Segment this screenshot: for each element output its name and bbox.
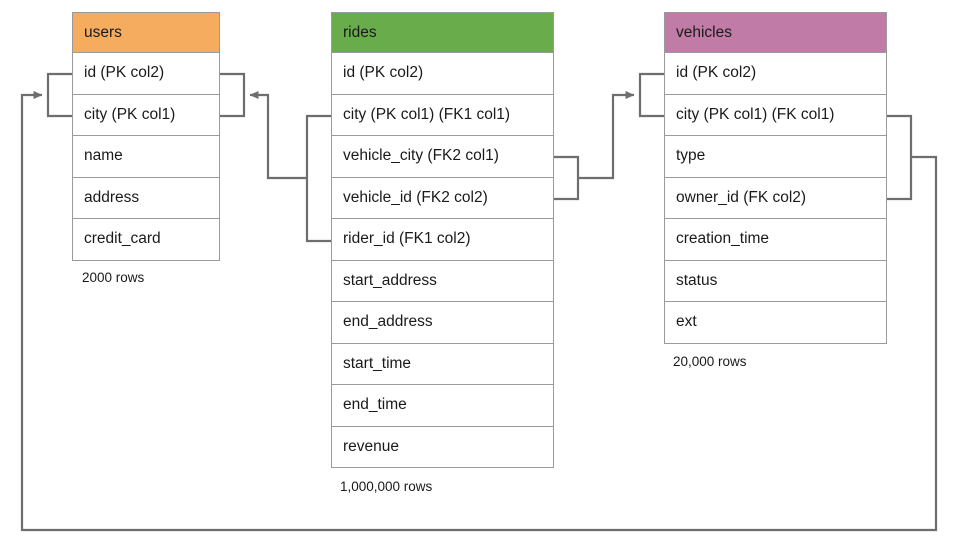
table-vehicles-header: vehicles	[664, 12, 887, 53]
table-vehicles-row-count: 20,000 rows	[673, 354, 747, 369]
fk1-link-rides-users	[249, 91, 307, 180]
table-rides-field-id[interactable]: id (PK col2)	[331, 53, 554, 95]
table-rides-field-end-address[interactable]: end_address	[331, 302, 554, 344]
users-right-bracket	[220, 72, 246, 118]
table-users-field-id[interactable]: id (PK col2)	[72, 53, 220, 95]
rides-fk2-bracket	[554, 155, 580, 201]
table-users-header: users	[72, 12, 220, 53]
table-users-field-city[interactable]: city (PK col1)	[72, 94, 220, 136]
table-users-field-credit-card[interactable]: credit_card	[72, 219, 220, 261]
table-users[interactable]: users id (PK col2) city (PK col1) name a…	[72, 12, 220, 261]
rides-fk1-bracket	[305, 114, 331, 243]
table-vehicles-field-city[interactable]: city (PK col1) (FK col1)	[664, 94, 887, 136]
table-vehicles[interactable]: vehicles id (PK col2) city (PK col1) (FK…	[664, 12, 887, 344]
table-vehicles-field-id[interactable]: id (PK col2)	[664, 53, 887, 95]
table-users-field-address[interactable]: address	[72, 177, 220, 219]
table-rides-field-vehicle-id[interactable]: vehicle_id (FK2 col2)	[331, 177, 554, 219]
table-vehicles-field-type[interactable]: type	[664, 136, 887, 178]
table-rides[interactable]: rides id (PK col2) city (PK col1) (FK1 c…	[331, 12, 554, 468]
table-rides-field-end-time[interactable]: end_time	[331, 385, 554, 427]
table-rides-field-revenue[interactable]: revenue	[331, 426, 554, 468]
users-left-bracket	[46, 72, 72, 118]
table-rides-field-vehicle-city[interactable]: vehicle_city (FK2 col1)	[331, 136, 554, 178]
table-users-row-count: 2000 rows	[82, 270, 145, 285]
fk2-link-rides-vehicles	[578, 91, 635, 180]
table-vehicles-field-status[interactable]: status	[664, 260, 887, 302]
table-rides-field-start-time[interactable]: start_time	[331, 343, 554, 385]
vehicles-right-bracket	[887, 114, 913, 201]
table-rides-row-count: 1,000,000 rows	[340, 479, 433, 494]
table-rides-field-city[interactable]: city (PK col1) (FK1 col1)	[331, 94, 554, 136]
table-vehicles-field-ext[interactable]: ext	[664, 302, 887, 344]
table-vehicles-field-creation-time[interactable]: creation_time	[664, 219, 887, 261]
table-rides-header: rides	[331, 12, 554, 53]
table-users-field-name[interactable]: name	[72, 136, 220, 178]
table-rides-field-rider-id[interactable]: rider_id (FK1 col2)	[331, 219, 554, 261]
table-vehicles-field-owner-id[interactable]: owner_id (FK col2)	[664, 177, 887, 219]
table-rides-field-start-address[interactable]: start_address	[331, 260, 554, 302]
vehicles-left-bracket	[638, 72, 664, 118]
